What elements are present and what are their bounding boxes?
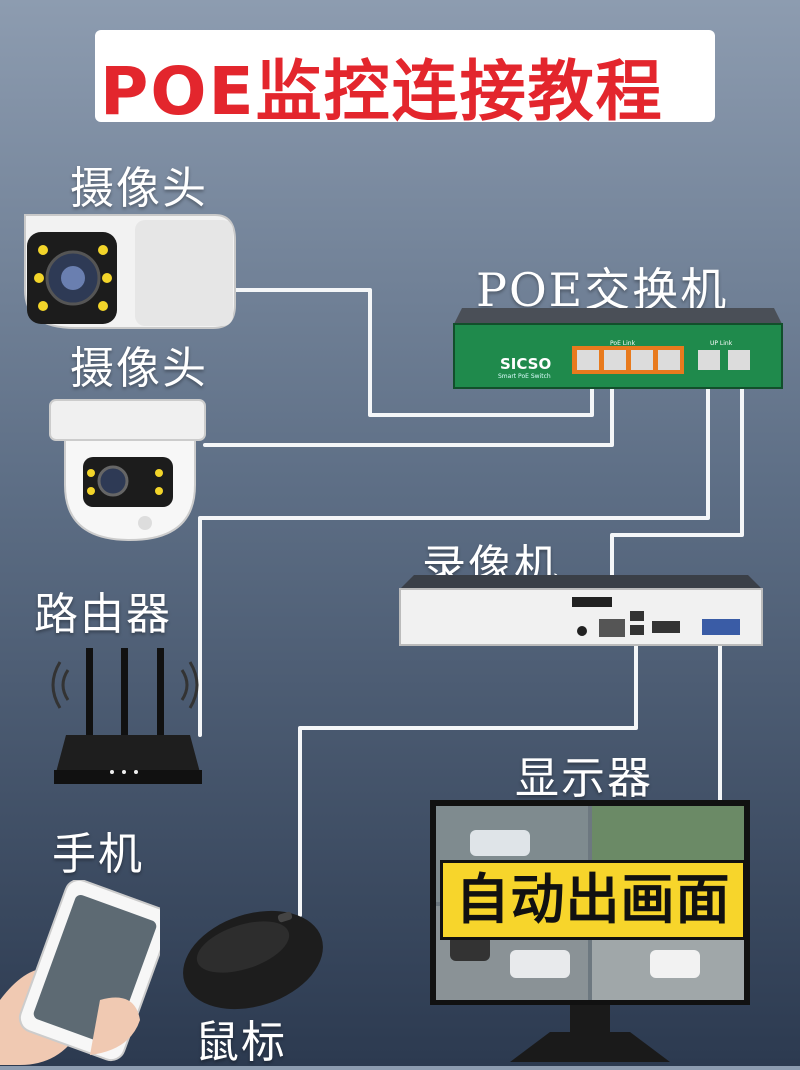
router	[51, 648, 202, 784]
switch-poe-ports-label: PoE Link	[610, 340, 636, 347]
title-banner	[95, 30, 715, 122]
poe-switch	[453, 308, 783, 389]
nvr-recorder	[399, 575, 763, 646]
switch-subtitle: Smart PoE Switch	[498, 373, 551, 380]
monitor-label: 显示器	[515, 753, 653, 804]
router-label: 路由器	[34, 589, 172, 640]
computer-mouse	[183, 910, 323, 1010]
cable-camera1-switch	[230, 288, 594, 417]
cable-mouse-nvr	[298, 638, 638, 917]
cable-router-switch	[198, 368, 710, 737]
smartphone	[0, 880, 160, 1065]
camera1-label: 摄像头	[70, 163, 208, 214]
bullet-camera	[24, 214, 236, 329]
mouse-label: 鼠标	[195, 1017, 287, 1068]
cable-camera2-switch	[203, 368, 614, 447]
page-title: POE监控连接教程	[100, 53, 664, 130]
phone-label: 手机	[52, 829, 144, 880]
switch-brand: SICSO	[500, 355, 552, 373]
dome-camera	[49, 399, 206, 542]
monitor-overlay-caption: 自动出画面	[440, 860, 746, 940]
camera2-label: 摄像头	[70, 343, 208, 394]
switch-uplink-label: UP Link	[710, 340, 733, 347]
